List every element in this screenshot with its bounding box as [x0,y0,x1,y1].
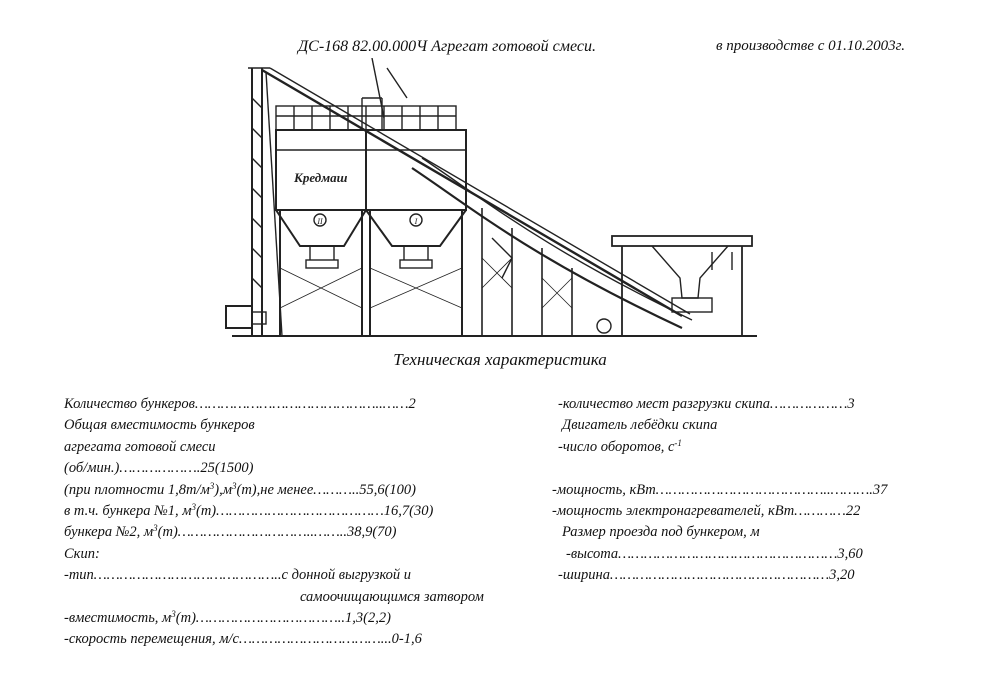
spec-text: (т),не менее………..55,6(100) [236,481,416,498]
brand-label: Кредмаш [293,170,348,185]
spec-text: ),м [214,481,232,498]
document-title: ДС-168 82.00.000Ч Агрегат готовой смеси. [298,38,596,55]
spec-line: Количество бункеров……………………………………..……2 [64,396,416,412]
spec-line: самоочищающимся затвором [300,588,484,605]
spec-line: в т.ч. бункера №1, м3(т)…………………………………16,… [64,501,534,522]
spec-text: (т)…………………………..……..38,9(70) [157,524,397,541]
bunker-1-marker: II [316,217,323,226]
spec-sup: 3 [191,502,197,513]
spec-sup: 3 [153,523,158,534]
spec-left-column: Количество бункеров……………………………………..……2 О… [64,394,534,651]
spec-text: -вместимость, м [64,610,172,627]
production-date: в производстве с 01.10.2003г. [716,38,906,54]
spec-heading: Техническая характеристика [393,350,607,369]
spec-line: -мощность, кВт…………………………………..……….37 [552,481,888,498]
spec-line: Двигатель лебёдки скипа [562,417,718,434]
spec-text: бункера №2, м [64,524,154,541]
spec-line: -скорость перемещения, м/с……………………………...… [64,631,422,648]
spec-line: Скип: [64,545,100,562]
spec-line: -высота……………………………………………3,60 [566,545,863,562]
spec-line: -мощность электронагревателей, кВт…………22 [552,503,861,520]
spec-line [552,458,972,479]
spec-right-column: -количество мест разгрузки скипа………………3 … [552,394,972,587]
spec-sup: 3 [171,609,176,620]
spec-text: в т.ч. бункера №1, м [64,503,192,520]
spec-line: (при плотности 1,8т/м3),м3(т),не менее……… [64,480,534,501]
spec-line: Общая вместимость бункеров [64,417,255,434]
spec-sup: -1 [674,437,682,448]
spec-line: агрегата готовой смеси [64,438,216,455]
bunker-2-marker: I [414,217,418,226]
spec-sup: 3 [209,480,215,491]
spec-line: -ширина……………………………………………3,20 [558,567,855,584]
spec-line: бункера №2, м3(т)…………………………..……..38,9(70… [64,522,534,543]
spec-text: -число оборотов, с [558,438,675,455]
spec-text: (при плотности 1,8т/м [64,481,210,498]
spec-line: -вместимость, м3(т)……………………………..1,3(2,2) [64,608,534,629]
spec-sup: 3 [232,480,237,491]
spec-line: Размер проезда под бункером, м [562,524,760,541]
spec-text: (т)……………………………..1,3(2,2) [175,610,391,627]
spec-line: -число оборотов, с-1 [552,437,972,458]
spec-line: -тип……………………………………..с донной выгрузкой и [64,567,412,584]
spec-text: (т)…………………………………16,7(30) [196,503,434,520]
spec-line: (об/мин.)……………….25(1500) [64,460,254,477]
mixing-plant-drawing-icon: II I Кредмаш [225,58,757,337]
spec-line: -количество мест разгрузки скипа………………3 [558,396,855,412]
